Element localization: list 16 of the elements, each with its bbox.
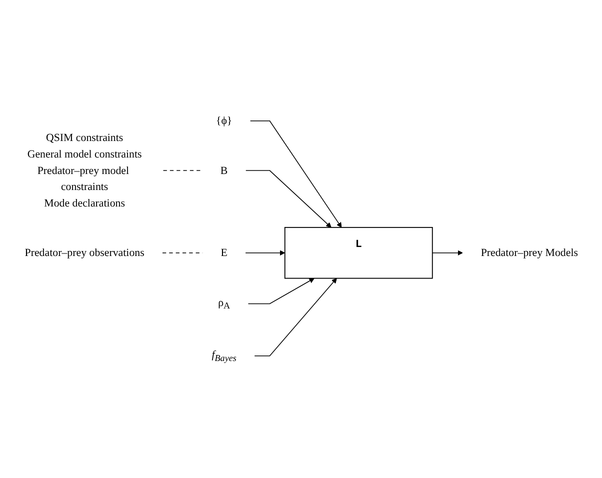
node-text: E bbox=[220, 246, 228, 259]
arrow bbox=[245, 170, 332, 228]
arrow bbox=[250, 120, 342, 228]
node-text: B bbox=[220, 164, 228, 176]
arrow bbox=[432, 250, 463, 256]
node-text: ρ$_{A}$ bbox=[218, 296, 230, 312]
node-text: f$_{Bayes}$ bbox=[212, 348, 236, 364]
node-text: QSIM constraints General model constraints Predator–prey model constraints Mode declarations bbox=[27, 131, 142, 209]
node-box: L bbox=[284, 226, 433, 279]
arrow bbox=[248, 278, 314, 304]
arrow bbox=[245, 250, 286, 256]
node-text: Predator–prey Models bbox=[480, 246, 578, 259]
node-text: Predator–prey observations bbox=[24, 246, 144, 259]
arrow bbox=[254, 278, 337, 356]
node-text: {ϕ} bbox=[216, 114, 232, 127]
connector bbox=[162, 170, 203, 171]
